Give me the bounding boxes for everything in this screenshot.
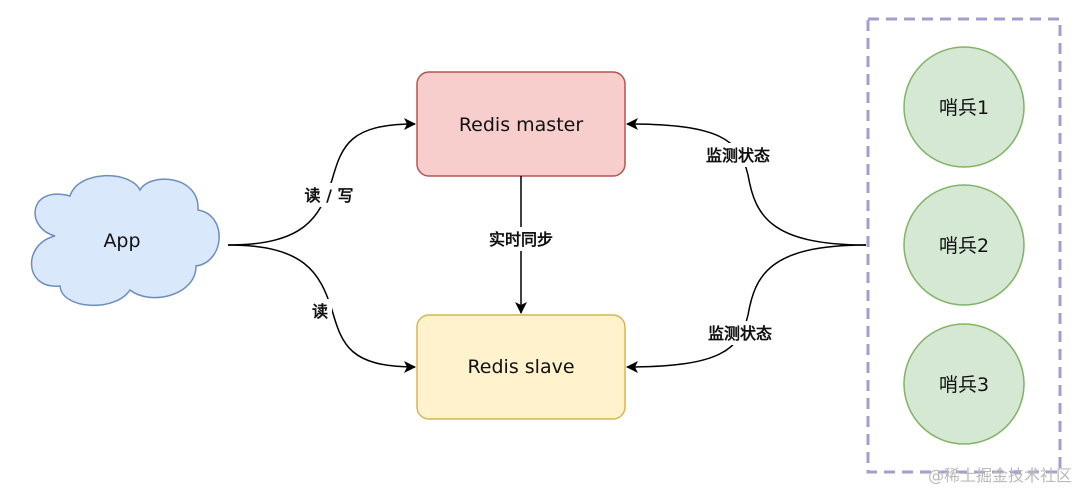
edge-master-to-slave-label-bg <box>482 227 560 251</box>
edge-app-to-master <box>227 118 416 246</box>
redis-slave-label: Redis slave <box>467 356 574 378</box>
app-label: App <box>103 230 140 252</box>
app-cloud-shape <box>30 174 220 307</box>
redis-slave-node: Redis slave <box>416 314 626 420</box>
sentinel-1: 哨兵1 <box>903 46 1025 168</box>
sentinel-3: 哨兵3 <box>903 323 1025 445</box>
edge-master-to-slave-label: 实时同步 <box>489 230 553 249</box>
sentinel-3-circle <box>903 323 1025 445</box>
redis-slave-box <box>416 314 626 420</box>
edge-app-to-slave-label: 读 <box>312 302 328 321</box>
edge-app-to-master-label-bg <box>302 183 356 207</box>
app-cloud: App <box>30 174 220 307</box>
sentinel-group-box <box>866 17 1062 474</box>
edge-monitor-master-label: 监测状态 <box>706 146 770 165</box>
sentinel-2-circle <box>903 184 1025 306</box>
redis-master-node: Redis master <box>416 71 626 177</box>
edge-monitor-slave <box>626 244 867 373</box>
watermark-text: @稀土掘金技术社区 <box>928 466 1072 485</box>
edge-app-to-master-label: 读 / 写 <box>305 186 354 205</box>
sentinel-3-label: 哨兵3 <box>939 374 989 396</box>
sentinel-1-circle <box>903 46 1025 168</box>
sentinel-2: 哨兵2 <box>903 184 1025 306</box>
redis-master-label: Redis master <box>459 114 584 136</box>
edge-monitor-slave-label-bg <box>700 321 780 345</box>
sentinel-2-label: 哨兵2 <box>939 235 989 257</box>
sentinel-1-label: 哨兵1 <box>939 97 989 119</box>
edge-monitor-master <box>626 118 867 246</box>
edge-app-to-slave-label-bg <box>308 299 332 323</box>
edge-monitor-master-label-bg <box>698 143 778 167</box>
edge-monitor-slave-label: 监测状态 <box>708 324 772 343</box>
